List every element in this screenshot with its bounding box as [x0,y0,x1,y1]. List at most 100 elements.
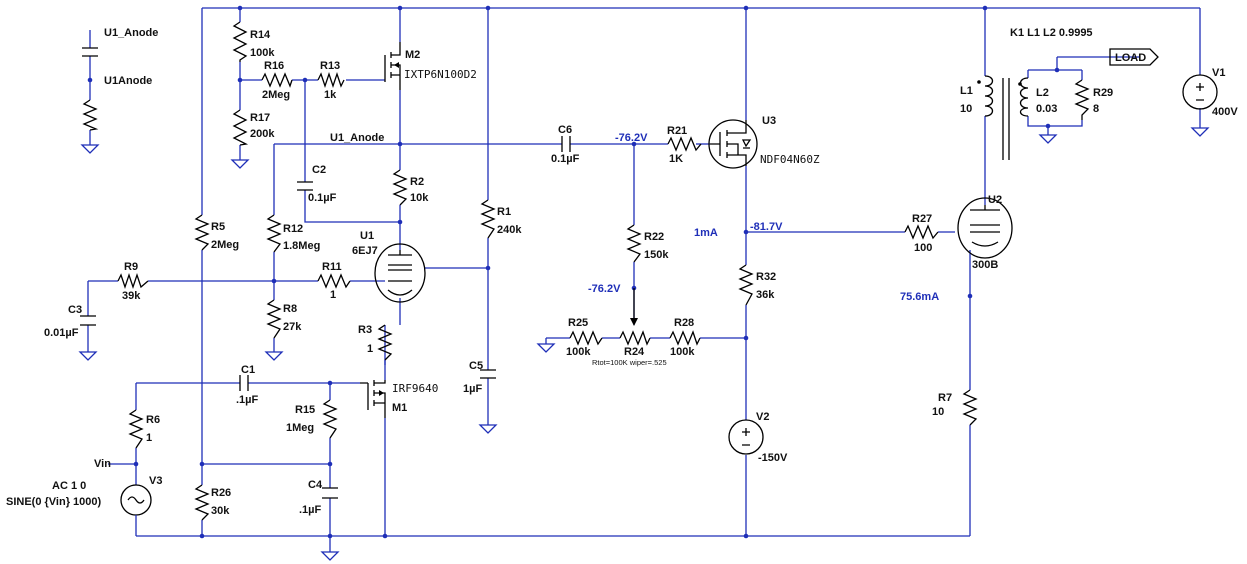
u3-value: NDF04N60Z [760,153,820,166]
r11-name: R11 [322,261,342,273]
r16-name: R16 [264,60,284,72]
component-labels: R14 100k R16 2Meg R13 1k R17 200k M2 IXT… [6,27,1238,517]
r27-symbol [904,224,939,240]
r1-symbol [480,199,496,239]
r12-symbol [266,214,282,253]
r25-symbol [569,330,603,346]
c1-symbol [239,375,249,391]
r14-value: 100k [250,47,275,59]
c4-value: .1µF [299,504,322,516]
r22-voltage-annotation: -76.2V [588,283,621,295]
c3-name: C3 [68,304,82,316]
r3-symbol [377,324,393,361]
r17-name: R17 [250,112,270,124]
r13-name: R13 [320,60,340,72]
r14-name: R14 [250,29,271,41]
u3-current-annotation: 1mA [694,227,718,239]
r22-value: 150k [644,249,669,261]
r5-name: R5 [211,221,225,233]
r32-name: R32 [756,271,776,283]
r1-value: 240k [497,224,522,236]
r17-value: 200k [250,128,275,140]
c2-name: C2 [312,164,326,176]
load-net-flag [1109,48,1159,66]
u1-value: 6EJ7 [352,245,378,257]
c3-value: 0.01µF [44,327,79,339]
r21-symbol [667,136,702,152]
r11-symbol [317,273,351,289]
l2-name: L2 [1036,87,1049,99]
u3-voltage-annotation: -81.7V [750,221,783,233]
m1-value: IRF9640 [392,382,438,395]
l1-name: L1 [960,85,973,97]
r1-name: R1 [497,206,511,218]
c3-symbol [80,315,96,326]
r16-value: 2Meg [262,89,290,101]
m2-value: IXTP6N100D2 [404,68,477,81]
u2-tube-symbol [957,197,1013,259]
r7-name: R7 [938,392,952,404]
load-net-label: LOAD [1115,52,1146,64]
r6-value: 1 [146,432,152,444]
c5-value: 1µF [463,383,482,395]
r5-symbol [194,214,210,251]
u2-name: U2 [988,194,1002,206]
c2-value: 0.1µF [308,192,337,204]
l2-value: 0.03 [1036,103,1057,115]
r22-name: R22 [644,231,664,243]
r12-value: 1.8Meg [283,240,320,252]
r25-value: 100k [566,346,591,358]
r8-value: 27k [283,321,302,333]
v3-source-symbol [120,484,152,536]
r6-symbol [128,409,144,449]
r28-symbol [669,330,701,346]
r6-name: R6 [146,414,160,426]
m1-symbol [360,380,386,418]
v1-value: 400V [1212,106,1238,118]
r8-name: R8 [283,303,297,315]
r13-symbol [317,71,345,89]
r14-symbol [232,21,248,62]
c6-symbol [561,136,571,152]
r27-name: R27 [912,213,932,225]
r22-symbol [626,224,642,263]
r8-symbol [266,299,282,339]
r28-value: 100k [670,346,695,358]
m2-symbol [384,42,401,90]
r16-symbol [261,72,293,88]
c4-name: C4 [308,479,323,491]
operating-point-annotations: -76.2V -76.2V 1mA -81.7V 75.6mA [588,132,939,303]
r29-value: 8 [1093,103,1099,115]
ground-symbols [78,127,1210,561]
c6-voltage-annotation: -76.2V [615,132,648,144]
r24-value: Rtot=100K wiper=.525 [592,358,667,367]
capacitor-symbols [80,47,571,499]
r26-value: 30k [211,505,230,517]
m2-name: M2 [405,49,420,61]
wires [87,7,1201,552]
u2-current-annotation: 75.6mA [900,291,939,303]
c5-symbol [480,369,496,379]
v3-ac-value: AC 1 0 [52,480,86,492]
c2-symbol [297,181,313,191]
r27-value: 100 [914,242,932,254]
k1-coupling-label: K1 L1 L2 0.9995 [1010,27,1093,39]
v3-sine-value: SINE(0 {Vin} 1000) [6,496,102,508]
r13-value: 1k [324,89,337,101]
c1-name: C1 [241,364,255,376]
r2-name: R2 [410,176,424,188]
v2-source-symbol [728,419,764,455]
u1-anode-mid-label: U1_Anode [330,132,384,144]
u1-tube-symbol [374,243,426,303]
u1anode-label: U1Anode [104,75,152,87]
r17-symbol [232,109,249,146]
transformer-symbol [977,75,1029,160]
r11-value: 1 [330,289,336,301]
r24-symbol [619,330,651,346]
r32-value: 36k [756,289,775,301]
r32-symbol [738,264,754,306]
r12-name: R12 [283,223,303,235]
r29-symbol [1074,79,1090,120]
r28-name: R28 [674,317,694,329]
c6-value: 0.1µF [551,153,580,165]
